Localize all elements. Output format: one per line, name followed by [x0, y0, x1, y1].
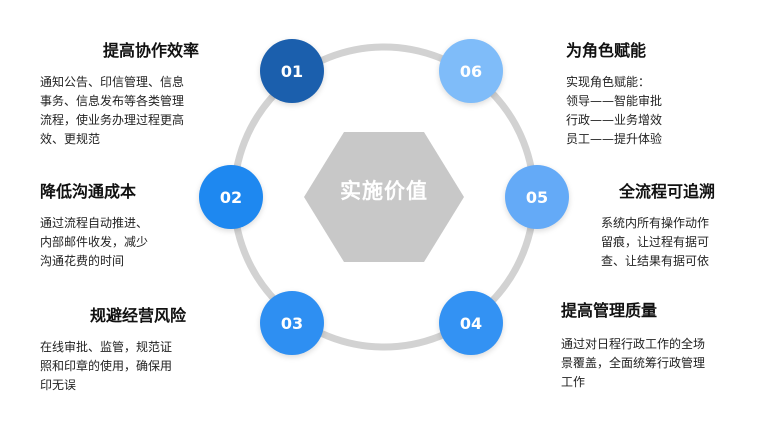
text-line: 通过对日程行政工作的全场 — [561, 337, 706, 351]
node-02: 02 — [199, 165, 263, 229]
text-line: 沟通花费的时间 — [40, 254, 125, 268]
block-risk-text: 在线审批、监管，规范证 照和印章的使用，确保用 印无误 — [40, 338, 186, 395]
node-05-number: 05 — [525, 187, 549, 207]
text-line: 事务、信息发布等各类管理 — [40, 94, 185, 108]
text-line: 效、更规范 — [40, 132, 101, 146]
node-04: 04 — [439, 291, 503, 355]
block-management-quality-title: 提高管理质量 — [561, 301, 658, 320]
text-line: 内部邮件收发，减少 — [40, 235, 149, 249]
text-line: 领导——智能审批 — [566, 94, 663, 108]
text-line: 印无误 — [40, 378, 77, 392]
block-communication-title: 降低沟通成本 — [40, 182, 137, 201]
block-management-quality: 提高管理质量 通过对日程行政工作的全场 景覆盖，全面统筹行政管理 工作 — [561, 297, 705, 392]
block-management-quality-text: 通过对日程行政工作的全场 景覆盖，全面统筹行政管理 工作 — [561, 335, 705, 392]
text-line: 查、让结果有据可依 — [601, 254, 710, 268]
text-line: 流程，使业务办理过程更高 — [40, 113, 185, 127]
node-01: 01 — [260, 39, 324, 103]
block-role-empowerment: 为角色赋能 实现角色赋能： 领导——智能审批 行政——业务增效 员工——提升体验 — [566, 37, 662, 149]
center-label: 实施价值 — [340, 179, 428, 203]
node-05: 05 — [505, 165, 569, 229]
block-communication-text: 通过流程自动推进、 内部邮件收发，减少 沟通花费的时间 — [40, 214, 148, 271]
block-role-empowerment-text: 实现角色赋能： 领导——智能审批 行政——业务增效 员工——提升体验 — [566, 73, 662, 149]
block-risk: 规避经营风险 在线审批、监管，规范证 照和印章的使用，确保用 印无误 — [40, 302, 186, 395]
node-06: 06 — [439, 39, 503, 103]
text-line: 行政——业务增效 — [566, 113, 663, 127]
node-06-number: 06 — [459, 61, 483, 81]
block-traceability-text: 系统内所有操作动作 留痕，让过程有据可 查、让结果有据可依 — [601, 214, 715, 271]
node-02-number: 02 — [219, 187, 243, 207]
text-line: 留痕，让过程有据可 — [601, 235, 710, 249]
block-traceability: 全流程可追溯 系统内所有操作动作 留痕，让过程有据可 查、让结果有据可依 — [601, 178, 715, 271]
block-collaboration: 提高协作效率 通知公告、印信管理、信息 事务、信息发布等各类管理 流程，使业务办… — [40, 37, 199, 149]
block-collaboration-title: 提高协作效率 — [103, 41, 200, 60]
node-04-number: 04 — [459, 313, 483, 333]
text-line: 在线审批、监管，规范证 — [40, 340, 173, 354]
block-communication: 降低沟通成本 通过流程自动推进、 内部邮件收发，减少 沟通花费的时间 — [40, 178, 148, 271]
block-traceability-title: 全流程可追溯 — [619, 182, 716, 201]
node-03: 03 — [260, 291, 324, 355]
node-03-number: 03 — [280, 313, 304, 333]
text-line: 通知公告、印信管理、信息 — [40, 75, 185, 89]
center-hexagon — [304, 132, 464, 262]
node-01-number: 01 — [280, 61, 304, 81]
block-role-empowerment-title: 为角色赋能 — [566, 41, 647, 60]
text-line: 景覆盖，全面统筹行政管理 — [561, 356, 706, 370]
text-line: 员工——提升体验 — [566, 132, 663, 146]
text-line: 系统内所有操作动作 — [601, 216, 710, 230]
text-line: 工作 — [561, 375, 586, 389]
text-line: 通过流程自动推进、 — [40, 216, 149, 230]
block-collaboration-text: 通知公告、印信管理、信息 事务、信息发布等各类管理 流程，使业务办理过程更高 效… — [40, 73, 199, 149]
text-line: 实现角色赋能： — [566, 75, 651, 89]
text-line: 照和印章的使用，确保用 — [40, 359, 173, 373]
block-risk-title: 规避经营风险 — [90, 306, 187, 325]
